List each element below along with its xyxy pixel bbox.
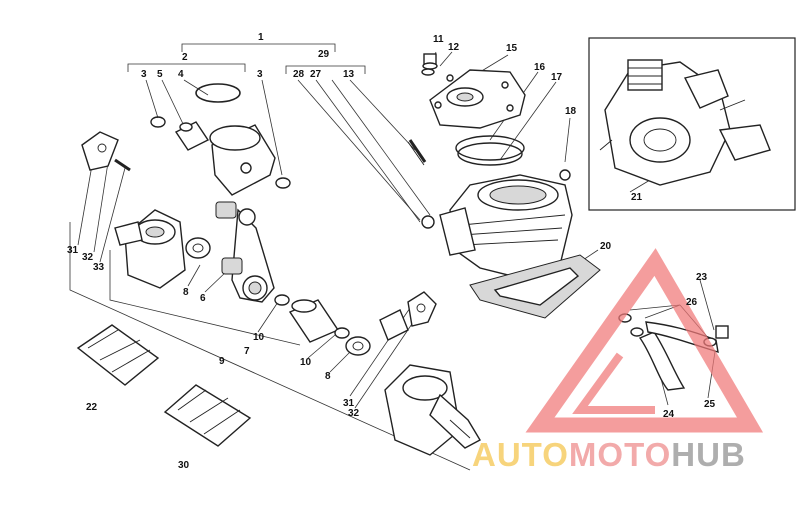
callout-30: 30 <box>178 460 190 471</box>
connecting-rod <box>231 208 275 303</box>
head-nut <box>422 53 438 70</box>
callout-24: 24 <box>663 409 675 420</box>
piston-ring <box>195 83 241 103</box>
piston-pin <box>174 121 210 151</box>
callout-10: 10 <box>253 332 265 343</box>
callout-18: 18 <box>565 106 577 117</box>
callout-22: 22 <box>86 402 98 413</box>
crank-washers <box>185 237 371 356</box>
watermark-logo: AUTOMOTOHUB <box>472 248 764 473</box>
callout-26: 26 <box>686 297 698 308</box>
cylinder-block <box>421 169 573 279</box>
group-brackets <box>69 43 471 471</box>
crankshaft-right-half <box>384 364 481 456</box>
callout-8b: 8 <box>325 371 331 382</box>
callout-27: 27 <box>310 69 322 80</box>
small-end-bearing <box>215 201 237 219</box>
callout-7: 7 <box>244 346 250 357</box>
callout-20: 20 <box>600 241 612 252</box>
callout-4: 4 <box>178 69 184 80</box>
crank-pin <box>288 299 340 343</box>
circlips <box>150 116 291 189</box>
callout-3b: 3 <box>257 69 263 80</box>
callout-13: 13 <box>343 69 355 80</box>
gasket-kit-bag-a <box>76 324 160 386</box>
cylinder-head <box>429 69 526 129</box>
hose-fitting <box>715 325 729 339</box>
callout-31: 31 <box>67 245 79 256</box>
callout-32b: 32 <box>348 408 360 419</box>
crankshaft-left-half <box>114 209 186 289</box>
callout-16: 16 <box>534 62 546 73</box>
callout-31b: 31 <box>343 398 355 409</box>
piston <box>209 124 276 196</box>
callout-8: 8 <box>183 287 189 298</box>
callout-12: 12 <box>448 42 460 53</box>
callout-15: 15 <box>506 43 518 54</box>
callout-21: 21 <box>631 192 643 203</box>
callout-1: 1 <box>258 32 264 43</box>
gasket-kit-bag-b <box>163 384 252 447</box>
cylinder-stud <box>407 139 427 166</box>
callout-2: 2 <box>182 52 188 63</box>
callout-10b: 10 <box>300 357 312 368</box>
callout-29: 29 <box>318 49 330 60</box>
inset-engine-view <box>588 37 796 211</box>
callout-9: 9 <box>219 356 225 367</box>
callout-32: 32 <box>82 252 94 263</box>
callout-11: 11 <box>433 34 444 45</box>
callout-5: 5 <box>157 69 163 80</box>
callout-labels: 1 2 29 3 5 4 3 28 27 13 11 12 15 16 17 1… <box>67 32 716 471</box>
right-seal-plate <box>379 291 437 341</box>
callout-3: 3 <box>141 69 147 80</box>
callout-28: 28 <box>293 69 305 80</box>
left-seal-plate <box>81 131 119 171</box>
head-washer <box>421 68 435 76</box>
big-end-bearing <box>221 257 243 275</box>
head-gaskets <box>455 135 525 166</box>
callout-6: 6 <box>200 293 206 304</box>
base-gasket <box>469 254 601 319</box>
callout-23: 23 <box>696 272 708 283</box>
left-screw <box>114 158 131 172</box>
callout-25: 25 <box>704 399 716 410</box>
callout-17: 17 <box>551 72 563 83</box>
watermark-text: AUTOMOTOHUB <box>472 436 746 473</box>
callout-33: 33 <box>93 262 105 273</box>
